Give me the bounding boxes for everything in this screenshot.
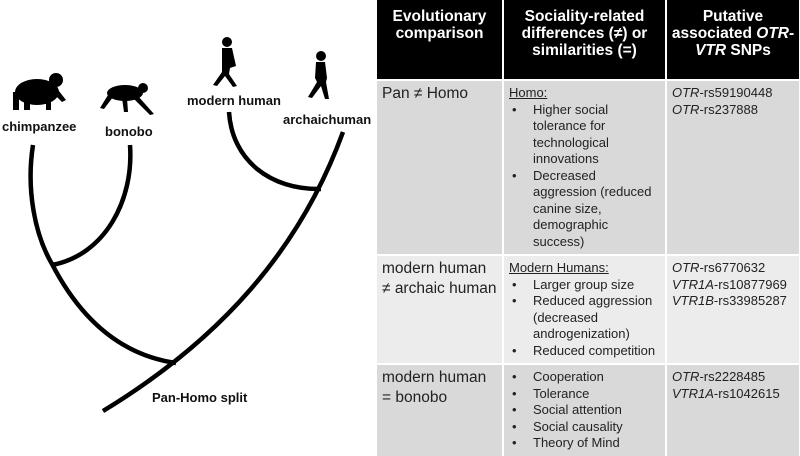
gene-name: OTR [672, 369, 700, 384]
snp-text: -rs10877969 [713, 276, 787, 292]
snp: OTR-rs2228485 [672, 369, 794, 386]
cell-comparison: modern human = bonobo [377, 363, 503, 456]
gene-name: OTR- [756, 25, 795, 42]
header-snps: Putative associated OTR- VTR SNPs [665, 0, 799, 80]
table-row: Pan ≠ Homo Homo: Higher social tolerance… [377, 79, 799, 255]
phylogenetic-tree: chimpanzee bonobo modern human archaichu… [2, 37, 371, 413]
list-item: Larger group size [509, 277, 660, 294]
list-item: Decreased aggression (reduced canine siz… [509, 168, 660, 251]
branch-bonobo [51, 144, 133, 268]
comparison-table: Evolutionary comparison Sociality-relate… [377, 0, 799, 456]
list-item: Higher social tolerance for technologica… [509, 102, 660, 168]
gene-name: VTR1A [672, 385, 714, 401]
cell-differences: Homo: Higher social tolerance for techno… [502, 79, 666, 255]
snp: OTR-rs237888 [672, 102, 794, 119]
header-differences: Sociality-related differences (≠) or sim… [502, 0, 666, 80]
cell-comparison: Pan ≠ Homo [377, 79, 503, 255]
cell-similarities: Cooperation Tolerance Social attention S… [502, 363, 666, 456]
list-item: Tolerance [509, 386, 660, 403]
archaic-human-silhouette-icon [308, 51, 329, 99]
snp: OTR-rs6770632 [672, 260, 794, 277]
snp-text: -rs2228485 [699, 369, 766, 384]
snp-text: SNPs [726, 42, 771, 59]
gene-name: OTR [672, 101, 700, 117]
cell-snps: OTR-rs2228485 VTR1A-rs1042615 [665, 363, 799, 456]
subheading: Modern Humans: [509, 260, 609, 275]
snp-text: -rs59190448 [699, 85, 773, 100]
table-row: modern human ≠ archaic human Modern Huma… [377, 254, 799, 364]
chimpanzee-silhouette-icon [13, 73, 66, 110]
list-item: Social attention [509, 402, 660, 419]
snp: VTR1A-rs1042615 [672, 386, 794, 403]
list-item: Reduced aggression (decreased androgeniz… [509, 293, 660, 343]
snp-text: -rs33985287 [713, 293, 787, 308]
branch-homo [101, 131, 346, 413]
table-row: modern human = bonobo Cooperation Tolera… [377, 363, 799, 456]
branch-modern-human [226, 111, 322, 192]
list-item: Reduced competition [509, 343, 660, 360]
gene-name: VTR1A [672, 276, 714, 292]
list-item: Cooperation [509, 369, 660, 386]
gene-name: VTR [695, 42, 727, 59]
gene-name: VTR1B [672, 293, 714, 308]
snp-text: -rs1042615 [713, 385, 780, 401]
snp-text: Putative associated [671, 8, 764, 42]
label-pan-homo-split: Pan-Homo split [152, 390, 248, 405]
snp-text: -rs6770632 [699, 260, 766, 275]
gene-name: OTR [672, 85, 700, 100]
cell-differences: Modern Humans: Larger group size Reduced… [502, 254, 666, 364]
cell-snps: OTR-rs59190448 OTR-rs237888 [665, 79, 799, 255]
bonobo-silhouette-icon [100, 83, 154, 115]
branch-chimpanzee [28, 144, 177, 366]
snp: VTR1A-rs10877969 [672, 277, 794, 294]
table-header-row: Evolutionary comparison Sociality-relate… [377, 0, 799, 80]
label-modern-human: modern human [187, 93, 281, 108]
list-item: Social causality [509, 419, 660, 436]
snp: OTR-rs59190448 [672, 85, 794, 102]
header-comparison: Evolutionary comparison [377, 0, 503, 80]
snp-text: -rs237888 [699, 101, 758, 117]
label-chimpanzee: chimpanzee [2, 119, 76, 134]
modern-human-silhouette-icon [213, 37, 237, 87]
cell-snps: OTR-rs6770632 VTR1A-rs10877969 VTR1B-rs3… [665, 254, 799, 364]
list-item: Theory of Mind [509, 435, 660, 452]
label-archaic-human: archaichuman [283, 112, 371, 127]
snp: VTR1B-rs33985287 [672, 293, 794, 310]
label-bonobo: bonobo [105, 124, 153, 139]
gene-name: OTR [672, 260, 700, 275]
cell-comparison: modern human ≠ archaic human [377, 254, 503, 364]
subheading: Homo: [509, 85, 548, 100]
